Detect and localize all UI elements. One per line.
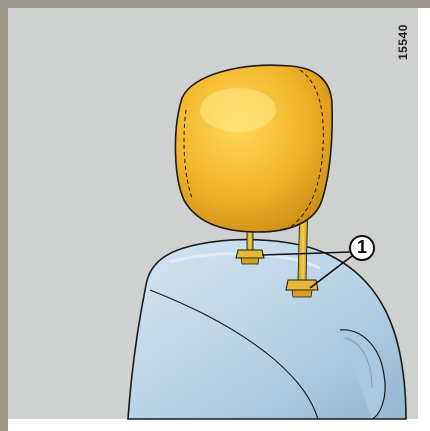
headrest <box>175 65 332 232</box>
figure-reference-number: 15540 <box>396 24 410 60</box>
callout-1: 1 <box>349 235 375 261</box>
seat-back <box>128 240 406 419</box>
